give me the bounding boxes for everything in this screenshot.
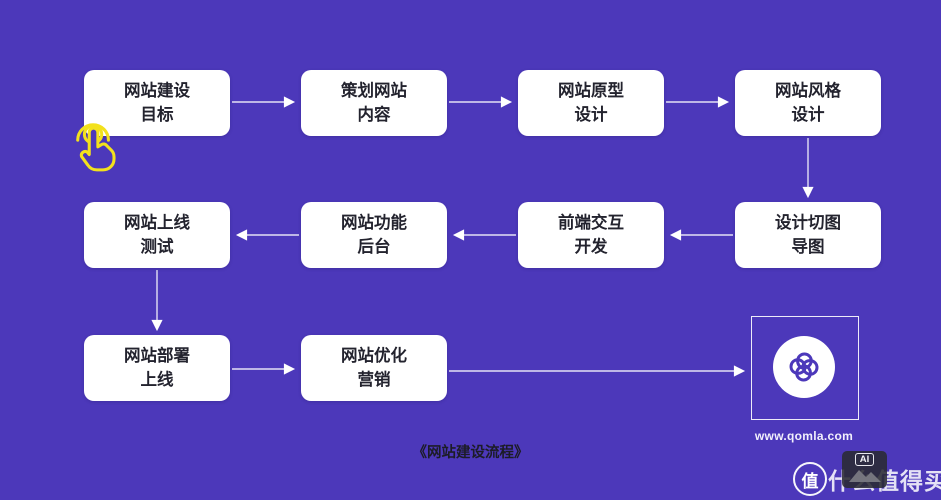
flow-node-testing: 网站上线 测试 xyxy=(84,202,230,268)
flow-node-deploy: 网站部署 上线 xyxy=(84,335,230,401)
ai-image-badge: AI xyxy=(842,451,887,488)
flow-node-slicing: 设计切图 导图 xyxy=(735,202,881,268)
flow-node-prototype: 网站原型 设计 xyxy=(518,70,664,136)
qomla-logo-circle xyxy=(773,336,835,398)
qomla-knot-icon xyxy=(789,352,819,382)
flow-node-marketing: 网站优化 营销 xyxy=(301,335,447,401)
mountain-photo-icon xyxy=(848,470,881,482)
flow-node-style: 网站风格 设计 xyxy=(735,70,881,136)
ai-badge-label: AI xyxy=(854,453,875,466)
flow-node-backend: 网站功能 后台 xyxy=(301,202,447,268)
diagram-caption: 《网站建设流程》 xyxy=(412,445,529,461)
qomla-website-url: www.qomla.com xyxy=(754,429,854,443)
tap-hand-cursor-icon xyxy=(76,123,116,172)
flow-node-goal: 网站建设 目标 xyxy=(84,70,230,136)
flow-node-frontend: 前端交互 开发 xyxy=(518,202,664,268)
smzdm-logo-badge: 值 xyxy=(793,462,827,496)
flow-node-plan: 策划网站 内容 xyxy=(301,70,447,136)
qomla-logo-box xyxy=(751,316,859,420)
